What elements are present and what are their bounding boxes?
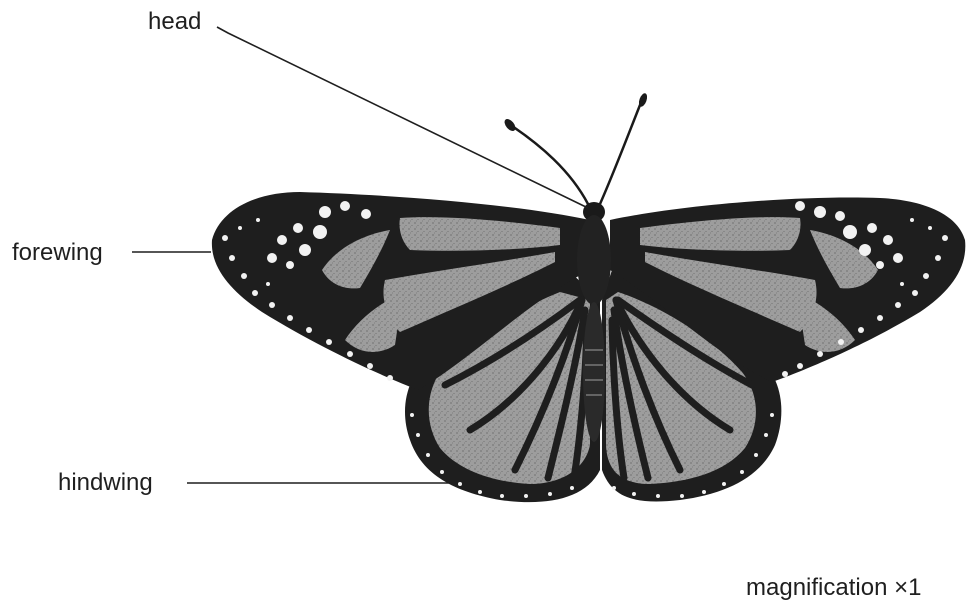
magnification-label: magnification ×1 (746, 576, 921, 600)
head-leader-line (217, 27, 588, 208)
head-label: head (148, 10, 201, 34)
hindwing-label: hindwing (58, 471, 153, 495)
antennae (512, 100, 642, 204)
forewing-label: forewing (12, 241, 103, 265)
